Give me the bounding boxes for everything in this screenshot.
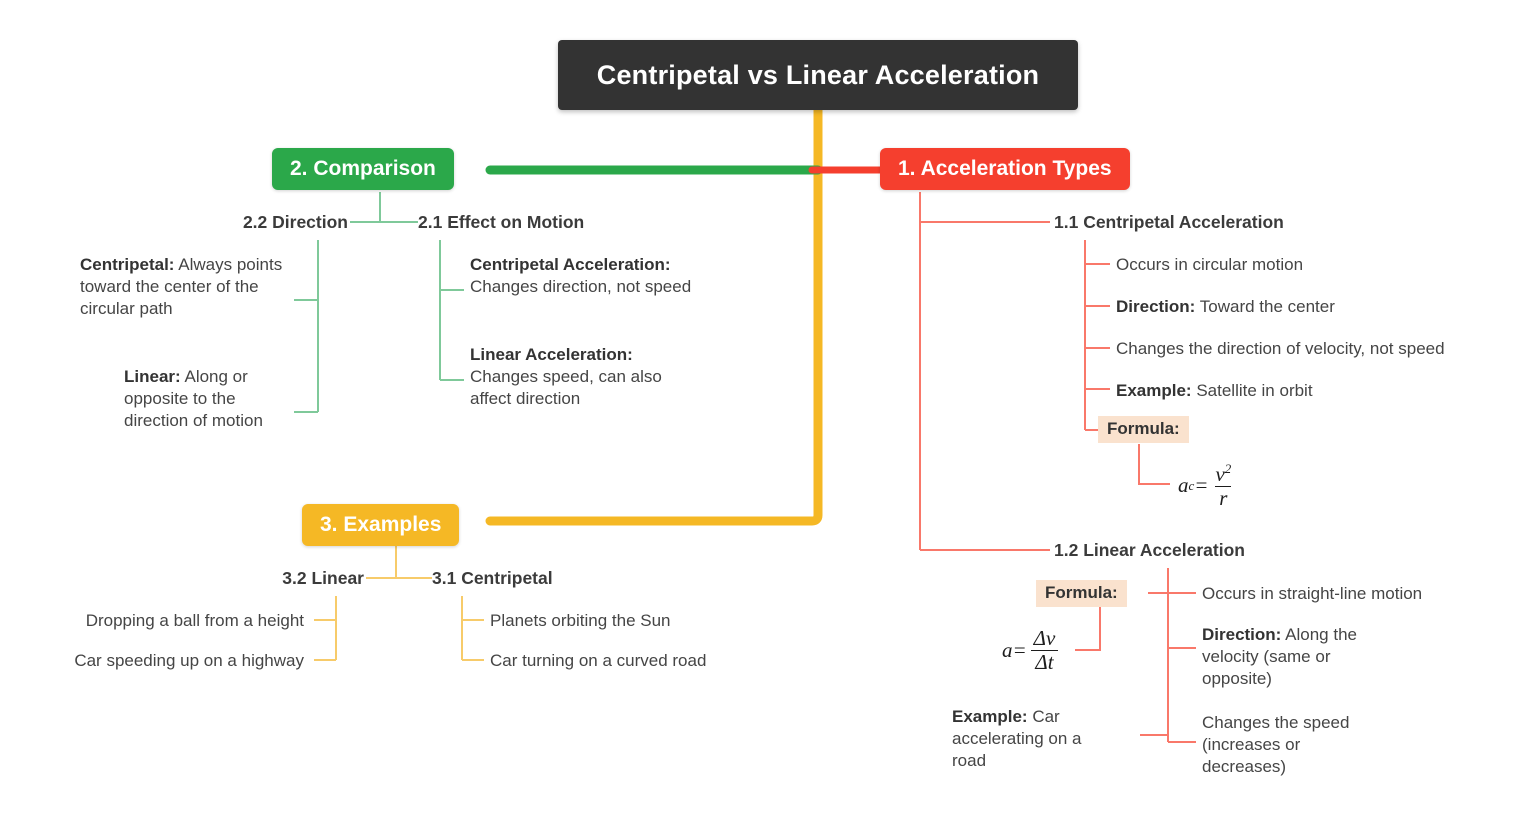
branch-comparison[interactable]: 2. Comparison — [272, 148, 454, 190]
leaf-occurs-straight-line[interactable]: Occurs in straight-line motion — [1202, 584, 1423, 603]
leaf-changes-speed[interactable]: Changes the speed (increases or decrease… — [1202, 713, 1350, 777]
formula-chip-centripetal[interactable]: Formula: — [1098, 416, 1189, 443]
leaf-example-satellite-orbit[interactable]: Example: Satellite in orbit — [1116, 381, 1313, 400]
leaf-occurs-circular-motion[interactable]: Occurs in circular motion — [1116, 255, 1304, 274]
leaf-changes-direction-velocity[interactable]: Changes the direction of velocity, not s… — [1116, 339, 1445, 358]
leaf-linear-changes-speed[interactable]: Linear Acceleration: Changes speed, can … — [470, 345, 662, 409]
leaf-direction-toward-center[interactable]: Direction: Toward the center — [1116, 297, 1335, 316]
leaf-direction-along-velocity[interactable]: Direction: Along the velocity (same or o… — [1202, 625, 1357, 689]
root-node[interactable]: Centripetal vs Linear Acceleration — [558, 40, 1078, 110]
branch-examples[interactable]: 3. Examples — [302, 504, 460, 546]
leaf-dropping-ball-height[interactable]: Dropping a ball from a height — [85, 611, 304, 630]
fraction: Δv Δt — [1030, 627, 1060, 674]
fraction: v2 r — [1215, 461, 1232, 511]
leaf-linear-along-opposite[interactable]: Linear: Along or opposite to the directi… — [124, 367, 263, 431]
node-1-1-centripetal-acceleration[interactable]: 1.1 Centripetal Acceleration — [1054, 212, 1284, 232]
branch-label: 3. Examples — [320, 513, 442, 536]
page-title: Centripetal vs Linear Acceleration — [596, 59, 1040, 90]
leaf-car-turning-curved-road[interactable]: Car turning on a curved road — [490, 651, 707, 670]
leaf-car-speeding-highway[interactable]: Car speeding up on a highway — [74, 651, 304, 670]
formula-chip-linear[interactable]: Formula: — [1036, 580, 1127, 607]
node-3-2-linear[interactable]: 3.2 Linear — [282, 568, 364, 588]
leaf-example-car-accelerating[interactable]: Example: Car accelerating on a road — [952, 707, 1082, 771]
branch-label: 2. Comparison — [290, 157, 436, 180]
leaf-centripetal-points-center[interactable]: Centripetal: Always points toward the ce… — [80, 255, 283, 319]
branch-acceleration-types[interactable]: 1. Acceleration Types — [880, 148, 1130, 190]
node-1-2-linear-acceleration[interactable]: 1.2 Linear Acceleration — [1054, 540, 1245, 560]
formula-linear-acceleration: a = Δv Δt — [1002, 627, 1060, 674]
leaf-centripetal-changes-direction[interactable]: Centripetal Acceleration: Changes direct… — [470, 255, 692, 297]
node-3-1-centripetal[interactable]: 3.1 Centripetal — [432, 568, 553, 588]
branch-label: 1. Acceleration Types — [898, 157, 1112, 180]
leaf-planets-orbiting-sun[interactable]: Planets orbiting the Sun — [490, 611, 671, 630]
node-2-2-direction[interactable]: 2.2 Direction — [242, 212, 348, 232]
node-2-1-effect-on-motion[interactable]: 2.1 Effect on Motion — [418, 212, 585, 232]
